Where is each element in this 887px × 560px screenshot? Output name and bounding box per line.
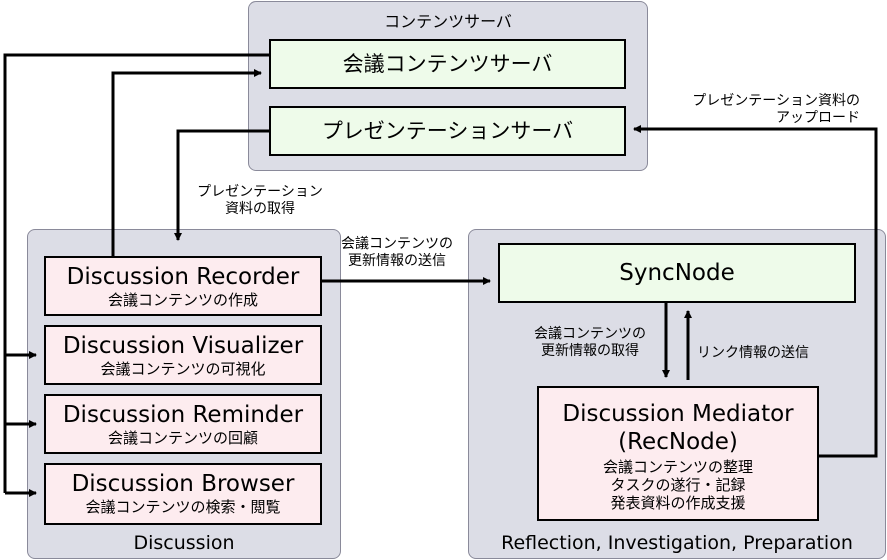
label-get-update-line-1: 会議コンテンツの	[534, 326, 646, 342]
label-link-send: リンク情報の送信	[697, 345, 809, 361]
discussion-reminder-subtitle: 会議コンテンツの回顧	[107, 429, 258, 447]
meeting-content-server-label: 会議コンテンツサーバ	[342, 52, 553, 76]
discussion-visualizer-box: Discussion Visualizer 会議コンテンツの可視化	[44, 325, 322, 385]
label-presentation-get-line-2: 資料の取得	[225, 201, 295, 217]
arrow-recorder-to-server	[111, 69, 262, 256]
discussion-recorder-title: Discussion Recorder	[66, 264, 300, 290]
label-send-update: 会議コンテンツの 更新情報の送信	[326, 236, 468, 270]
discussion-recorder-subtitle: 会議コンテンツの作成	[107, 291, 258, 309]
discussion-browser-box: Discussion Browser 会議コンテンツの検索・閲覧	[44, 463, 322, 525]
reflection-group-label: Reflection, Investigation, Preparation	[501, 532, 853, 554]
label-presentation-get: プレゼンテーション 資料の取得	[190, 184, 330, 218]
discussion-mediator-line-3: 発表資料の作成支援	[610, 494, 746, 512]
label-presentation-get-line-1: プレゼンテーション	[197, 184, 323, 200]
discussion-browser-subtitle: 会議コンテンツの検索・閲覧	[85, 498, 281, 516]
discussion-mediator-line-2: タスクの遂行・記録	[610, 476, 746, 494]
discussion-group-label: Discussion	[133, 532, 235, 554]
label-presentation-upload-line-1: プレゼンテーション資料の	[692, 93, 860, 109]
content-server-bus	[3, 53, 269, 493]
discussion-reminder-title: Discussion Reminder	[62, 402, 304, 428]
arrow-presentation-to-recorder	[174, 129, 269, 241]
label-presentation-upload: プレゼンテーション資料の アップロード	[660, 93, 860, 127]
discussion-mediator-box: Discussion Mediator (RecNode) 会議コンテンツの整理…	[537, 386, 819, 521]
presentation-server-label: プレゼンテーションサーバ	[321, 119, 574, 143]
label-send-update-line-2: 更新情報の送信	[348, 253, 446, 269]
label-get-update: 会議コンテンツの 更新情報の取得	[524, 326, 656, 360]
meeting-content-server-box: 会議コンテンツサーバ	[269, 39, 626, 89]
content-server-group-label: コンテンツサーバ	[384, 12, 512, 31]
discussion-visualizer-subtitle: 会議コンテンツの可視化	[100, 360, 266, 378]
label-presentation-upload-line-2: アップロード	[776, 110, 860, 126]
arrow-mediator-to-presentation	[633, 125, 878, 458]
label-send-update-line-1: 会議コンテンツの	[341, 236, 453, 252]
discussion-browser-title: Discussion Browser	[71, 471, 295, 497]
syncnode-label: SyncNode	[619, 260, 735, 286]
discussion-mediator-line-1: 会議コンテンツの整理	[602, 458, 753, 476]
syncnode-box: SyncNode	[498, 243, 856, 303]
discussion-visualizer-title: Discussion Visualizer	[62, 333, 304, 359]
discussion-reminder-box: Discussion Reminder 会議コンテンツの回顧	[44, 394, 322, 454]
discussion-mediator-title-1: Discussion Mediator	[562, 401, 794, 427]
label-get-update-line-2: 更新情報の取得	[541, 343, 639, 359]
presentation-server-box: プレゼンテーションサーバ	[269, 106, 626, 156]
discussion-mediator-title-2: (RecNode)	[618, 429, 738, 455]
discussion-recorder-box: Discussion Recorder 会議コンテンツの作成	[44, 256, 322, 316]
